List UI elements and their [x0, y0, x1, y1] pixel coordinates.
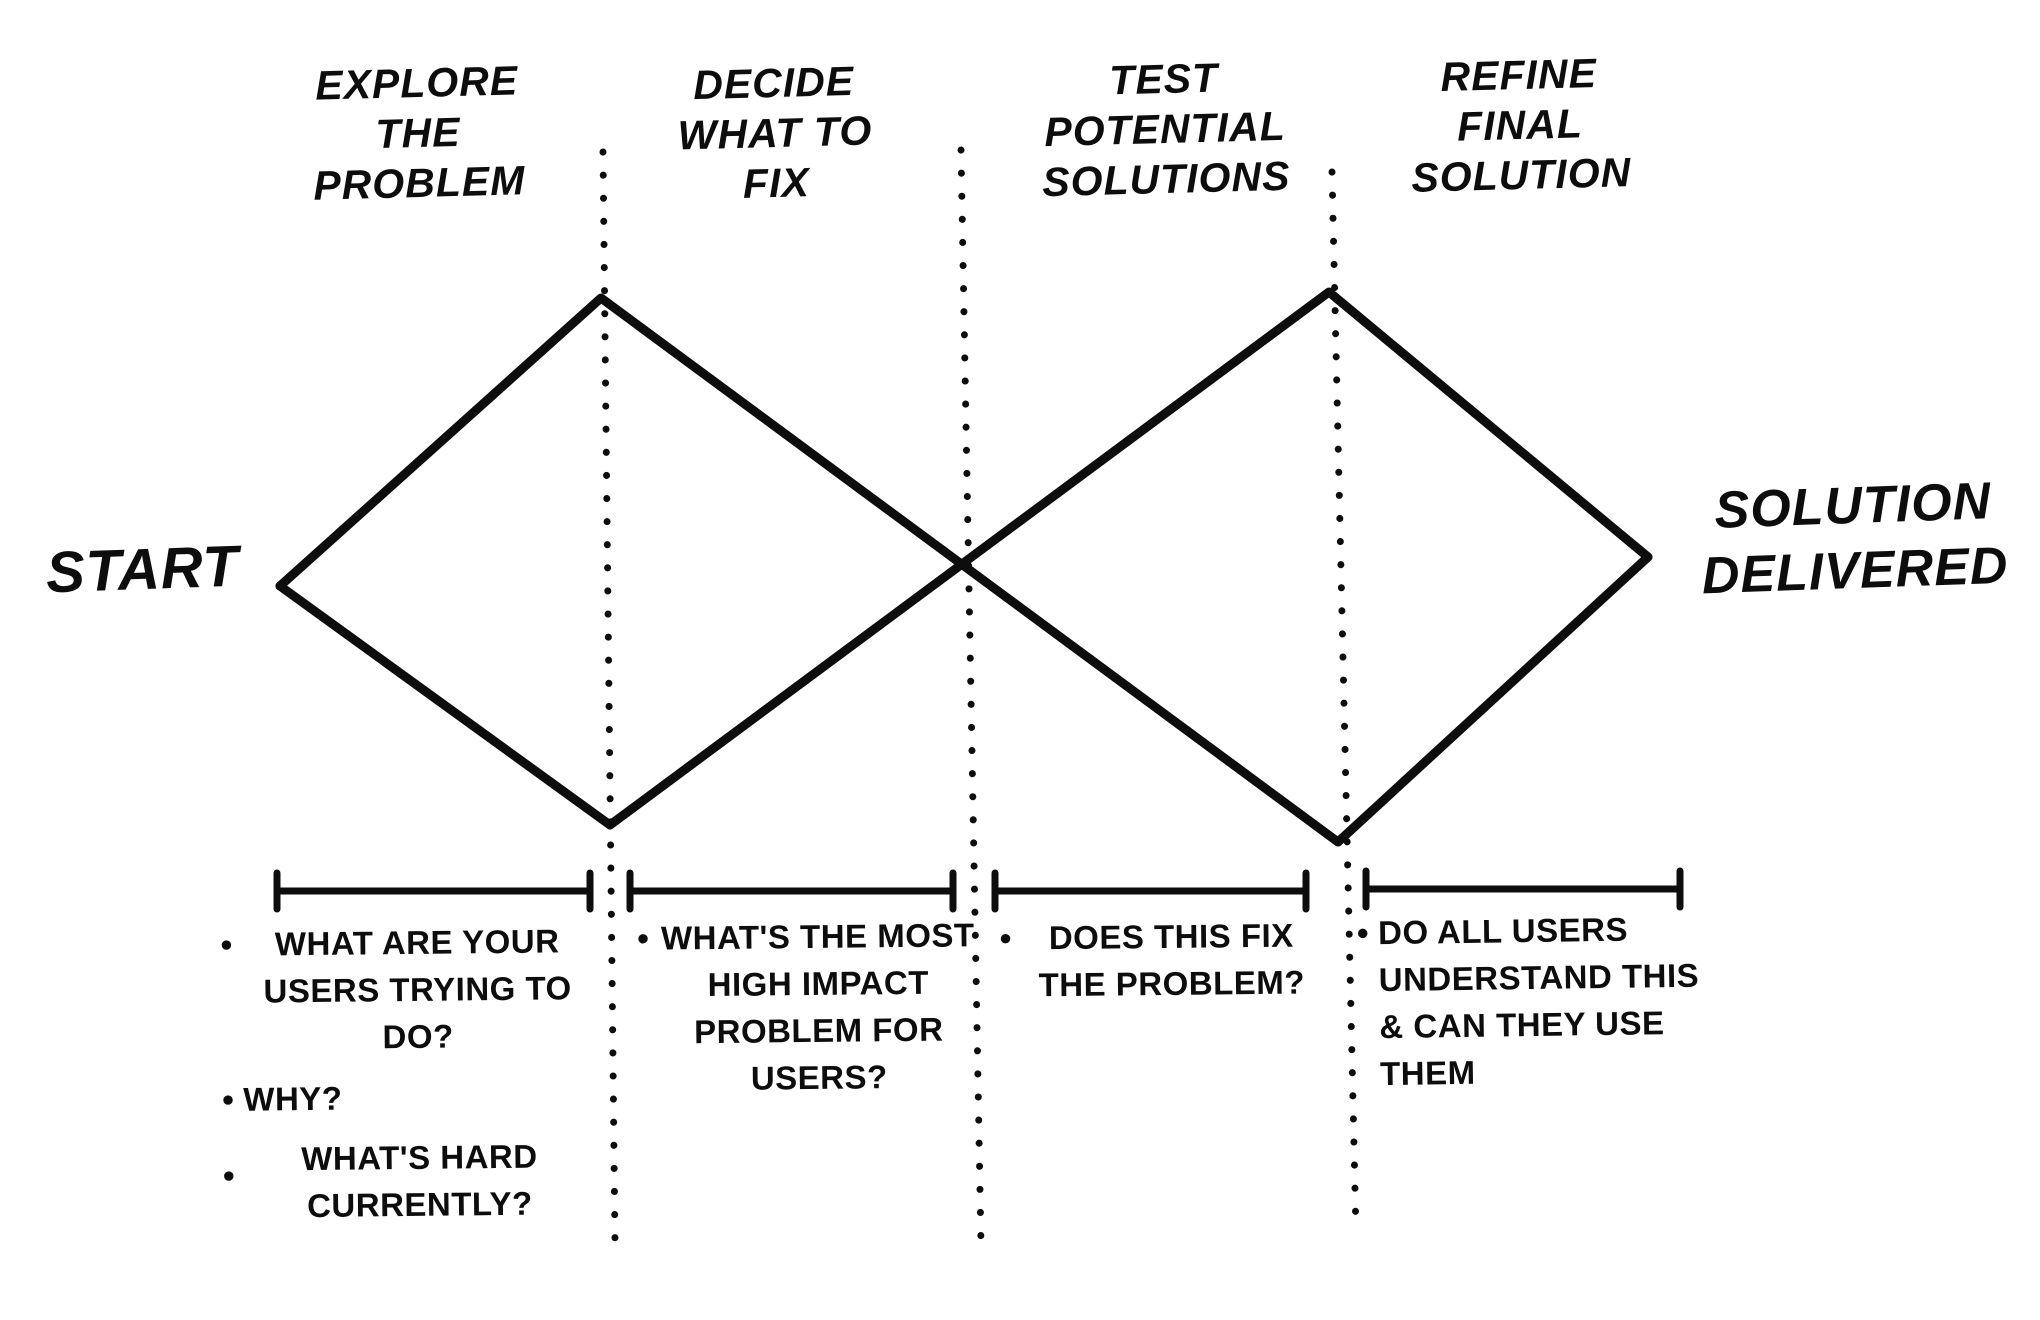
phase-divider-dotted-1 [599, 148, 619, 1247]
phase-divider-dotted-3 [1328, 168, 1360, 1238]
bullet-text: DO ALL USERS UNDERSTAND THIS & CAN THEY … [1377, 910, 1700, 1092]
list-item: • DO ALL USERS UNDERSTAND THIS & CAN THE… [1357, 906, 1708, 1098]
phase-notes-refine: • DO ALL USERS UNDERSTAND THIS & CAN THE… [1357, 906, 1708, 1098]
phase-notes-test: • DOES THIS FIX THE PROBLEM? [1000, 912, 1323, 1009]
bullet-text: WHAT ARE YOUR USERS TRYING TO DO? [263, 922, 572, 1055]
list-item: • WHAT'S THE MOST HIGH IMPACT PROBLEM FO… [637, 912, 979, 1103]
bullet-text: WHAT'S HARD CURRENTLY? [301, 1138, 538, 1225]
bullet-text: DOES THIS FIX THE PROBLEM? [1038, 916, 1306, 1004]
bullet-text: WHAT'S THE MOST HIGH IMPACT PROBLEM FOR … [660, 916, 975, 1097]
list-item: • DOES THIS FIX THE PROBLEM? [1000, 912, 1323, 1009]
phase-label-decide-what-to-fix: DECIDE WHAT TO FIX [677, 57, 873, 207]
phase-range-bracket-4 [1362, 867, 1684, 911]
phase-label-refine-final-solution: REFINE FINAL SOLUTION [1410, 49, 1632, 201]
bullet-icon: • [1356, 914, 1370, 952]
bullet-icon: • [222, 1080, 235, 1118]
bullet-icon: • [220, 925, 233, 963]
phase-range-bracket-2 [626, 869, 957, 913]
phase-range-bracket-3 [991, 869, 1310, 913]
list-item: • WHAT'S HARD CURRENTLY? [223, 1133, 596, 1231]
solution-delivered-label: SOLUTION DELIVERED [1700, 472, 2010, 606]
phase-label-explore-the-problem: EXPLORE THE PROBLEM [312, 57, 526, 209]
diamond-stroke-lower [275, 287, 1653, 830]
phase-notes-decide: • WHAT'S THE MOST HIGH IMPACT PROBLEM FO… [637, 912, 979, 1103]
bullet-icon: • [999, 919, 1013, 957]
start-label: START [44, 533, 241, 606]
bullet-text: WHY? [243, 1079, 343, 1118]
list-item: • WHAT ARE YOUR USERS TRYING TO DO? [220, 918, 593, 1062]
phase-label-test-potential-solutions: TEST POTENTIAL SOLUTIONS [1041, 54, 1291, 206]
phase-divider-dotted-2 [957, 146, 985, 1249]
diamond-stroke-upper [275, 293, 1653, 847]
phase-range-bracket-1 [273, 869, 594, 913]
bullet-icon: • [637, 919, 650, 957]
bullet-icon: • [222, 1157, 236, 1195]
list-item: • WHY? [222, 1073, 594, 1124]
phase-notes-explore: • WHAT ARE YOUR USERS TRYING TO DO? • WH… [220, 918, 595, 1231]
